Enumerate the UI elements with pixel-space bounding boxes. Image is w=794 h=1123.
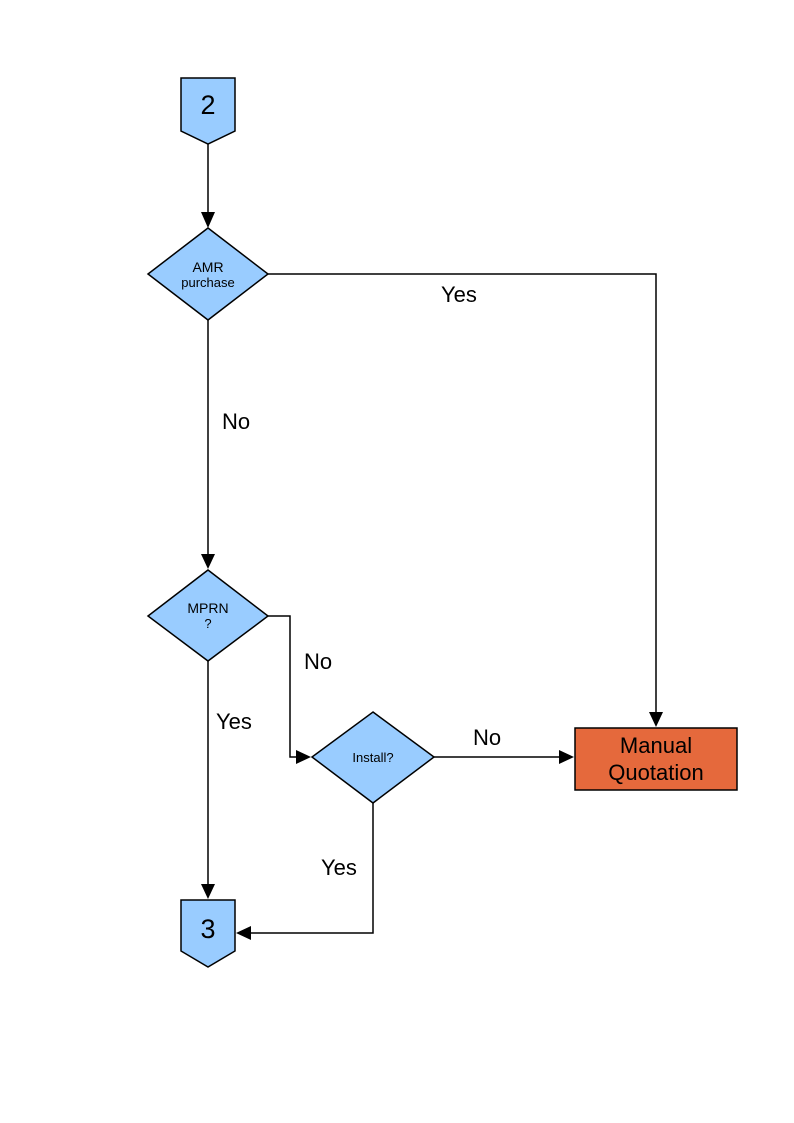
mprn-label-line2: ?	[204, 616, 212, 631]
off-page-connector-2-shape	[180, 77, 236, 145]
process-manual-quotation-shape	[574, 727, 738, 791]
decision-amr-purchase-shape	[146, 227, 270, 321]
edge-amr-yes	[268, 273, 657, 713]
decision-install-shape	[310, 711, 436, 804]
arrowhead-down-icon	[201, 884, 215, 899]
decision-mprn-label: MPRN ?	[148, 570, 268, 661]
decision-mprn-shape	[146, 569, 270, 662]
manual-quotation-line2: Quotation	[608, 760, 704, 785]
edge-label-mprn-yes: Yes	[216, 709, 252, 734]
edge-install-yes	[250, 803, 374, 934]
edge-label-amr-yes: Yes	[441, 282, 477, 307]
decision-install-label: Install?	[352, 750, 394, 765]
edge-label-mprn-no: No	[304, 649, 333, 674]
edge-label-install-yes: Yes	[321, 855, 357, 880]
arrowhead-down-icon	[201, 554, 215, 569]
arrowhead-left-icon	[236, 926, 251, 940]
edge-label-install-no: No	[473, 725, 502, 750]
amr-label-line1: AMR	[192, 258, 224, 275]
edge-mprn-no	[268, 615, 297, 758]
edge-label-amr-no: No	[222, 409, 251, 434]
arrowhead-right-icon	[296, 750, 311, 764]
decision-amr-purchase-label: AMR purchase	[148, 228, 268, 320]
arrowhead-right-icon	[559, 750, 574, 764]
off-page-connector-3-label: 3	[200, 913, 216, 944]
mprn-label-line1: MPRN	[187, 600, 229, 616]
off-page-connector-2-label: 2	[200, 89, 216, 120]
arrowhead-down-icon	[649, 712, 663, 727]
off-page-connector-3-shape	[180, 899, 236, 968]
arrowheads	[201, 212, 663, 940]
arrowhead-down-icon	[201, 212, 215, 228]
edge-lines	[207, 144, 657, 934]
process-manual-quotation-label: Manual Quotation	[575, 728, 737, 790]
manual-quotation-line1: Manual	[619, 733, 693, 758]
amr-label-line2: purchase	[181, 274, 235, 290]
